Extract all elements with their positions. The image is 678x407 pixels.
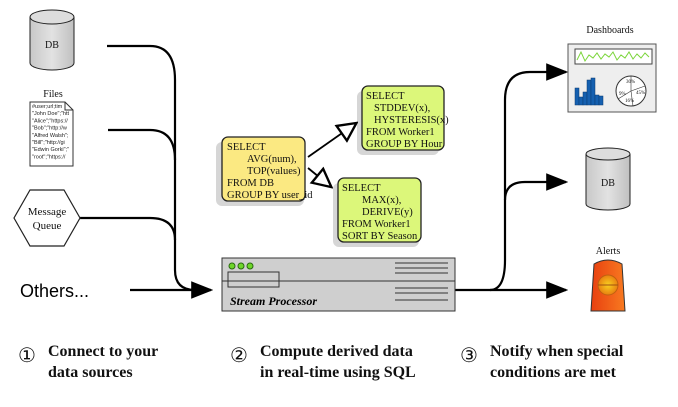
stream-processor-box: Stream Processor: [221, 257, 456, 312]
query-line: MAX(x),: [362, 195, 401, 206]
step-number-icon: ①: [18, 345, 36, 367]
dashboard-icon: 30% 45% 16% 9%: [567, 43, 657, 113]
queue-label-2: Queue: [33, 220, 62, 232]
pie-label: 9%: [619, 92, 626, 97]
query-line: GROUP BY Hour: [366, 139, 443, 150]
step-title-line2: data sources: [48, 364, 133, 381]
query-line: STDDEV(x),: [374, 103, 430, 114]
arrow-to-lower-query: [307, 168, 330, 186]
file-line: "Bill";"http://gi: [32, 140, 65, 146]
file-line: "Edwin Gorki";": [32, 147, 69, 153]
query-line: TOP(values): [247, 166, 301, 177]
source-connectors: [80, 44, 214, 299]
file-line: "Bob";"http://w: [32, 126, 67, 132]
alert-siren-icon: [590, 259, 626, 312]
query-line: SELECT: [342, 183, 381, 194]
step-title-line1: Connect to your: [48, 343, 158, 360]
file-document-icon: #user;url;tim"John Doe";"htt"Alice";"htt…: [29, 101, 74, 167]
query-line: FROM Worker1: [342, 219, 411, 230]
output-db-icon: DB: [585, 147, 631, 211]
stream-processor-label: Stream Processor: [230, 294, 317, 308]
others-label: Others...: [20, 281, 89, 301]
step-number-icon: ③: [460, 345, 478, 367]
step-title-line2: conditions are met: [490, 364, 617, 381]
file-line: "Alice";"https://: [32, 118, 68, 124]
output-db-label: DB: [601, 178, 615, 189]
query-line: AVG(num),: [247, 154, 297, 165]
query-line: SORT BY Season: [342, 231, 418, 242]
file-line: #user;url;tim: [32, 104, 63, 110]
step-title-line1: Compute derived data: [260, 343, 413, 360]
step-number-icon: ②: [230, 345, 248, 367]
query-line: FROM DB: [227, 178, 274, 189]
query-line: HYSTERESIS(x): [374, 115, 449, 126]
queue-label-1: Message: [28, 206, 67, 218]
query-line: SELECT: [227, 142, 266, 153]
file-line: "John Doe";"htt: [32, 111, 70, 117]
file-line: "Alfred Walsh";: [32, 133, 69, 139]
status-led-icon: [246, 262, 254, 270]
pie-label: 45%: [636, 91, 645, 96]
file-line: "root";"https://: [32, 154, 66, 160]
status-led-icon: [228, 262, 236, 270]
query-line: DERIVE(y): [362, 207, 413, 218]
query-line: GROUP BY user_id: [227, 190, 313, 201]
query-line: SELECT: [366, 91, 405, 102]
source-db-icon: DB: [29, 9, 75, 71]
step-title-line2: in real-time using SQL: [260, 364, 416, 381]
alerts-label: Alerts: [596, 246, 621, 257]
step-title-line1: Notify when special: [490, 343, 624, 360]
query-line: FROM Worker1: [366, 127, 435, 138]
status-led-icon: [237, 262, 245, 270]
dashboards-label: Dashboards: [586, 25, 633, 36]
pie-label: 16%: [625, 99, 634, 104]
files-label: Files: [43, 89, 63, 100]
pie-label: 30%: [626, 80, 635, 85]
message-queue-icon: Message Queue: [13, 189, 81, 247]
arrow-to-upper-query: [307, 124, 355, 158]
output-connectors: [455, 63, 569, 299]
source-db-label: DB: [45, 40, 59, 51]
